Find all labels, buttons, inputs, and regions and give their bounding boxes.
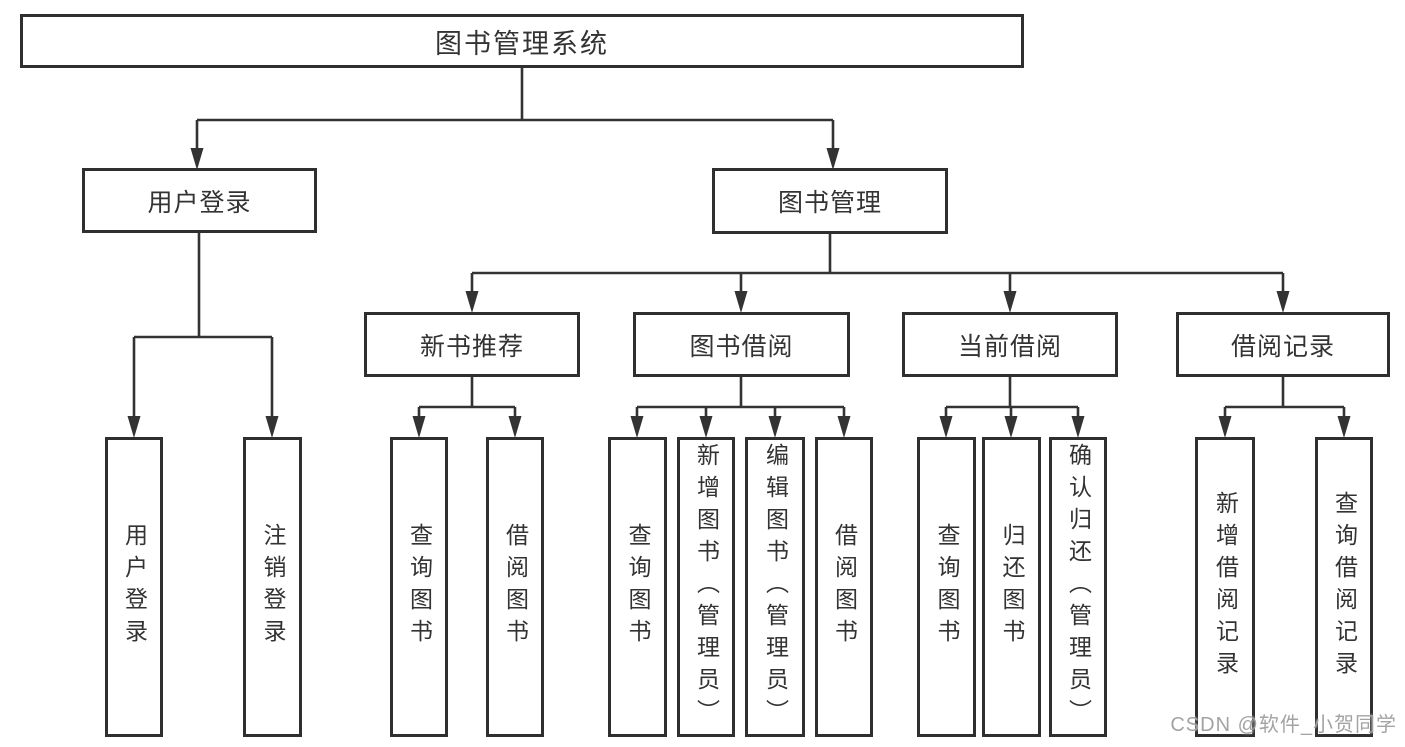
leaf-label: 查询图书 <box>625 523 651 651</box>
leaf-label: 归还图书 <box>999 523 1025 651</box>
csdn-watermark: CSDN @软件_小贺同学 <box>1170 714 1397 736</box>
arrowhead <box>1218 416 1232 438</box>
connector-bookborrow-to-leaves <box>635 377 846 420</box>
arrowhead <box>508 416 522 438</box>
leaf-add-borrow-record: 新增借阅记录 <box>1195 437 1255 737</box>
leaf-query-book-borrow: 查询图书 <box>608 437 667 737</box>
leaf-label: 新增借阅记录 <box>1212 491 1239 683</box>
leaf-edit-book-admin: 编辑图书（管理员） <box>745 437 805 737</box>
node-book-borrow: 图书借阅 <box>633 312 850 377</box>
leaf-logout: 注销登录 <box>243 437 302 737</box>
leaf-borrow-book-recommend: 借阅图书 <box>486 437 544 737</box>
connector-borrowrecords-to-leaves <box>1223 377 1346 420</box>
arrowhead <box>699 416 713 438</box>
node-user-login: 用户登录 <box>82 168 317 233</box>
arrowhead <box>127 416 141 438</box>
connector-bookmgmt-to-level3 <box>470 234 1285 295</box>
arrowhead <box>939 416 953 438</box>
connector-userlogin-to-leaves <box>132 233 274 420</box>
leaf-confirm-return-admin: 确认归还（管理员） <box>1049 437 1107 737</box>
arrowhead <box>412 416 426 438</box>
arrowhead <box>265 416 279 438</box>
arrowhead <box>768 416 782 438</box>
connector-currentborrow-to-leaves <box>944 377 1080 420</box>
arrowhead <box>734 291 748 313</box>
arrowhead <box>1276 291 1290 313</box>
connector-newbookrec-to-leaves <box>417 377 517 420</box>
connector-root-to-level2 <box>195 68 835 152</box>
arrowhead <box>1003 291 1017 313</box>
arrowhead <box>1071 416 1085 438</box>
leaf-label: 新增图书（管理员） <box>693 443 720 731</box>
leaf-label: 确认归还（管理员） <box>1065 443 1092 731</box>
leaf-return-book: 归还图书 <box>982 437 1041 737</box>
arrowhead <box>826 148 840 170</box>
leaf-label: 编辑图书（管理员） <box>762 443 789 731</box>
leaf-label: 借阅图书 <box>831 523 858 651</box>
leaf-label: 借阅图书 <box>502 523 529 651</box>
node-root-system: 图书管理系统 <box>20 14 1024 68</box>
arrowhead <box>465 291 479 313</box>
leaf-label: 查询借阅记录 <box>1331 491 1358 683</box>
leaf-label: 用户登录 <box>121 523 148 651</box>
node-new-book-recommend: 新书推荐 <box>364 312 580 377</box>
leaf-add-book-admin: 新增图书（管理员） <box>677 437 735 737</box>
arrowhead <box>837 416 851 438</box>
arrowhead <box>1004 416 1018 438</box>
leaf-query-book-current: 查询图书 <box>917 437 976 737</box>
leaf-user-login: 用户登录 <box>105 437 163 737</box>
node-current-borrow: 当前借阅 <box>902 312 1118 377</box>
leaf-label: 查询图书 <box>934 523 960 651</box>
leaf-label: 查询图书 <box>406 523 433 651</box>
leaf-query-borrow-record: 查询借阅记录 <box>1315 437 1373 737</box>
node-book-management: 图书管理 <box>712 168 948 234</box>
node-borrow-records: 借阅记录 <box>1176 312 1390 377</box>
arrowhead <box>630 416 644 438</box>
arrowhead <box>1337 416 1351 438</box>
leaf-label: 注销登录 <box>260 523 286 651</box>
leaf-borrow-book-borrow: 借阅图书 <box>815 437 873 737</box>
arrowhead <box>190 148 204 170</box>
leaf-query-book-recommend: 查询图书 <box>390 437 448 737</box>
